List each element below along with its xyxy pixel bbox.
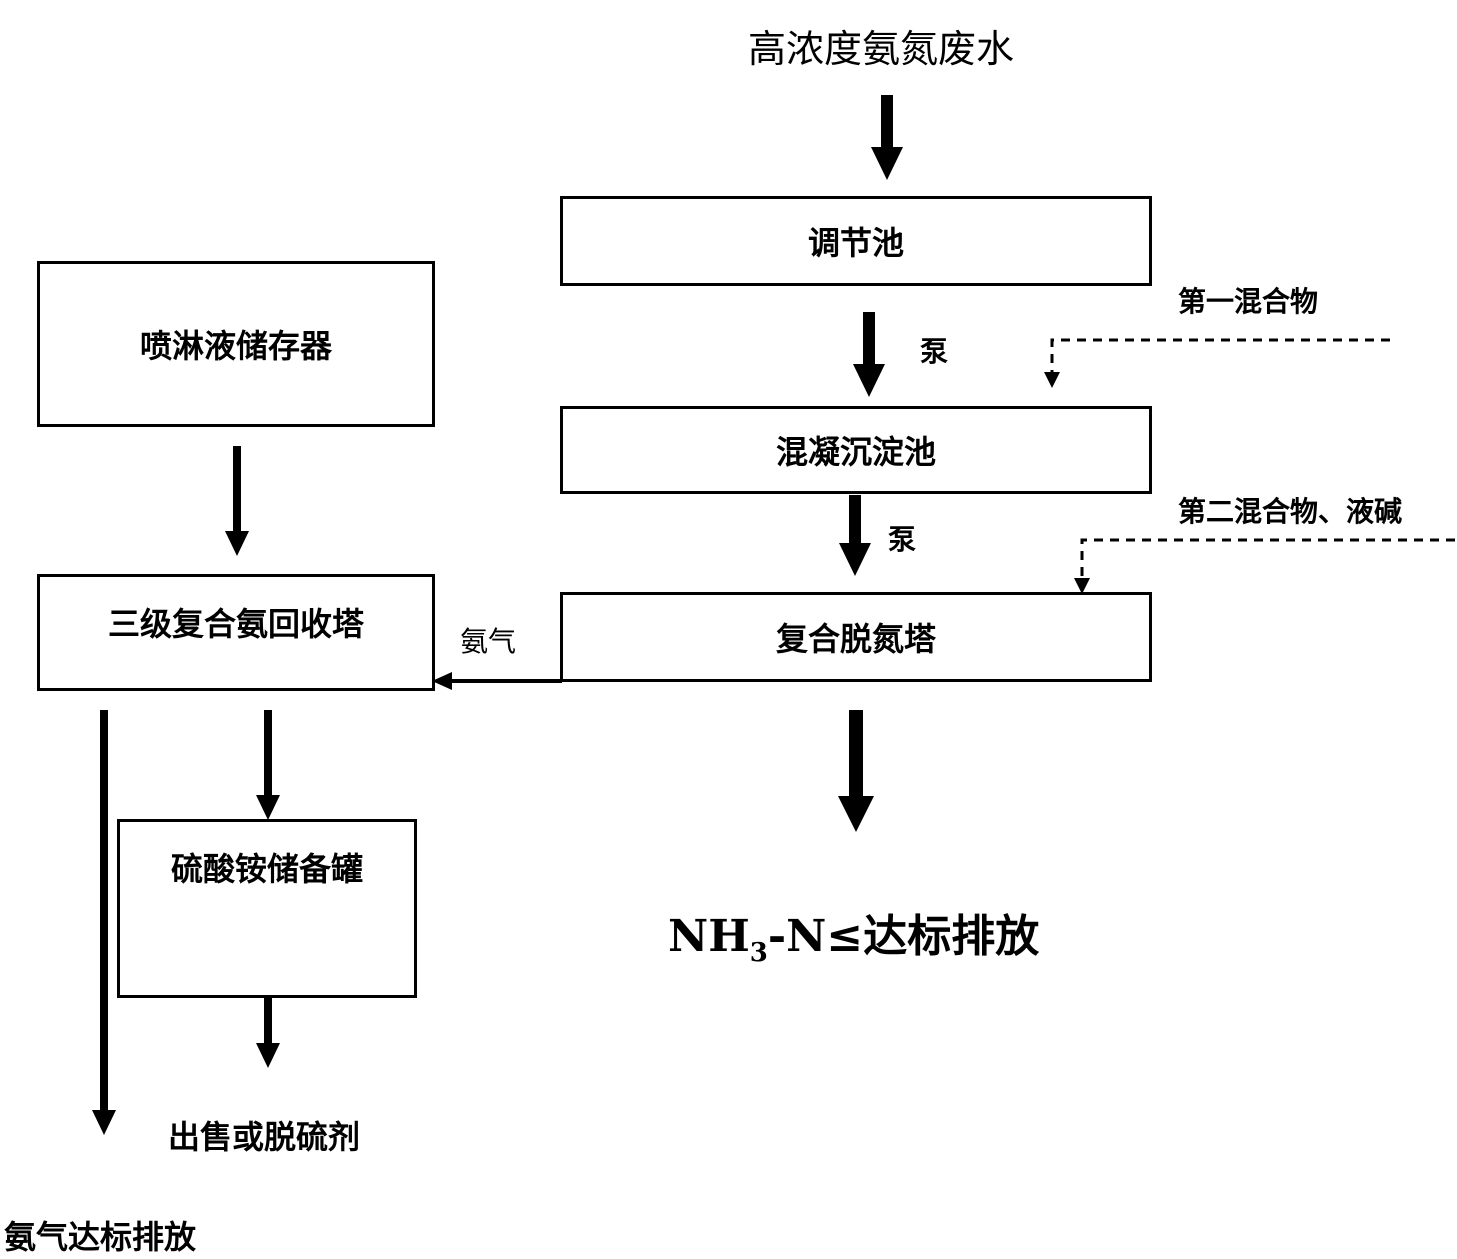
arrow-recovery-to-sulfate — [256, 710, 280, 820]
ammonium-sulfate-tank-label: 硫酸铵储备罐 — [170, 850, 363, 888]
arrow-recovery-to-gas-discharge — [92, 710, 116, 1135]
wastewater-input-label: 高浓度氨氮废水 — [748, 27, 1015, 71]
arrow-regulating-to-coagulation — [853, 312, 885, 397]
ammonia-gas-label: 氨气 — [460, 625, 517, 658]
recovery-tower-label: 三级复合氨回收塔 — [107, 605, 364, 643]
first-mixture-label: 第一混合物 — [1178, 285, 1319, 318]
ammonium-sulfate-tank-box: 硫酸铵储备罐 — [117, 819, 417, 998]
dashed-arrow-first-mixture — [1044, 338, 1390, 388]
spray-storage-label: 喷淋液储存器 — [139, 327, 332, 365]
dashed-arrow-second-mixture — [1074, 538, 1455, 594]
arrow-wastewater-to-regulating — [871, 95, 903, 180]
discharge-suffix: -N≤达标排放 — [767, 911, 1040, 962]
sale-or-desulfurizer-label: 出售或脱硫剂 — [168, 1118, 361, 1156]
coagulation-tank-label: 混凝沉淀池 — [775, 433, 936, 471]
coagulation-tank-box: 混凝沉淀池 — [560, 406, 1152, 494]
pump-label-1: 泵 — [920, 335, 949, 368]
arrow-ammonia-gas — [432, 672, 562, 690]
ammonia-gas-discharge-label: 氨气达标排放 — [4, 1218, 197, 1256]
discharge-subscript: 3 — [749, 937, 768, 968]
regulating-tank-box: 调节池 — [560, 196, 1152, 286]
arrow-spray-to-recovery — [225, 446, 249, 556]
regulating-tank-label: 调节池 — [807, 224, 904, 262]
denitrification-tower-box: 复合脱氮塔 — [560, 592, 1152, 682]
discharge-prefix: NH — [668, 911, 750, 962]
arrow-coagulation-to-denitrification — [839, 495, 871, 576]
discharge-standard-label: NH3-N≤达标排放 — [668, 900, 1039, 968]
denitrification-tower-label: 复合脱氮塔 — [775, 620, 936, 658]
second-mixture-label: 第二混合物、液碱 — [1178, 495, 1403, 528]
pump-label-2: 泵 — [888, 523, 917, 556]
spray-storage-box: 喷淋液储存器 — [37, 261, 435, 427]
arrow-denitrification-to-discharge — [838, 710, 874, 832]
arrow-sulfate-to-sale — [256, 988, 280, 1068]
recovery-tower-box: 三级复合氨回收塔 — [37, 574, 435, 691]
